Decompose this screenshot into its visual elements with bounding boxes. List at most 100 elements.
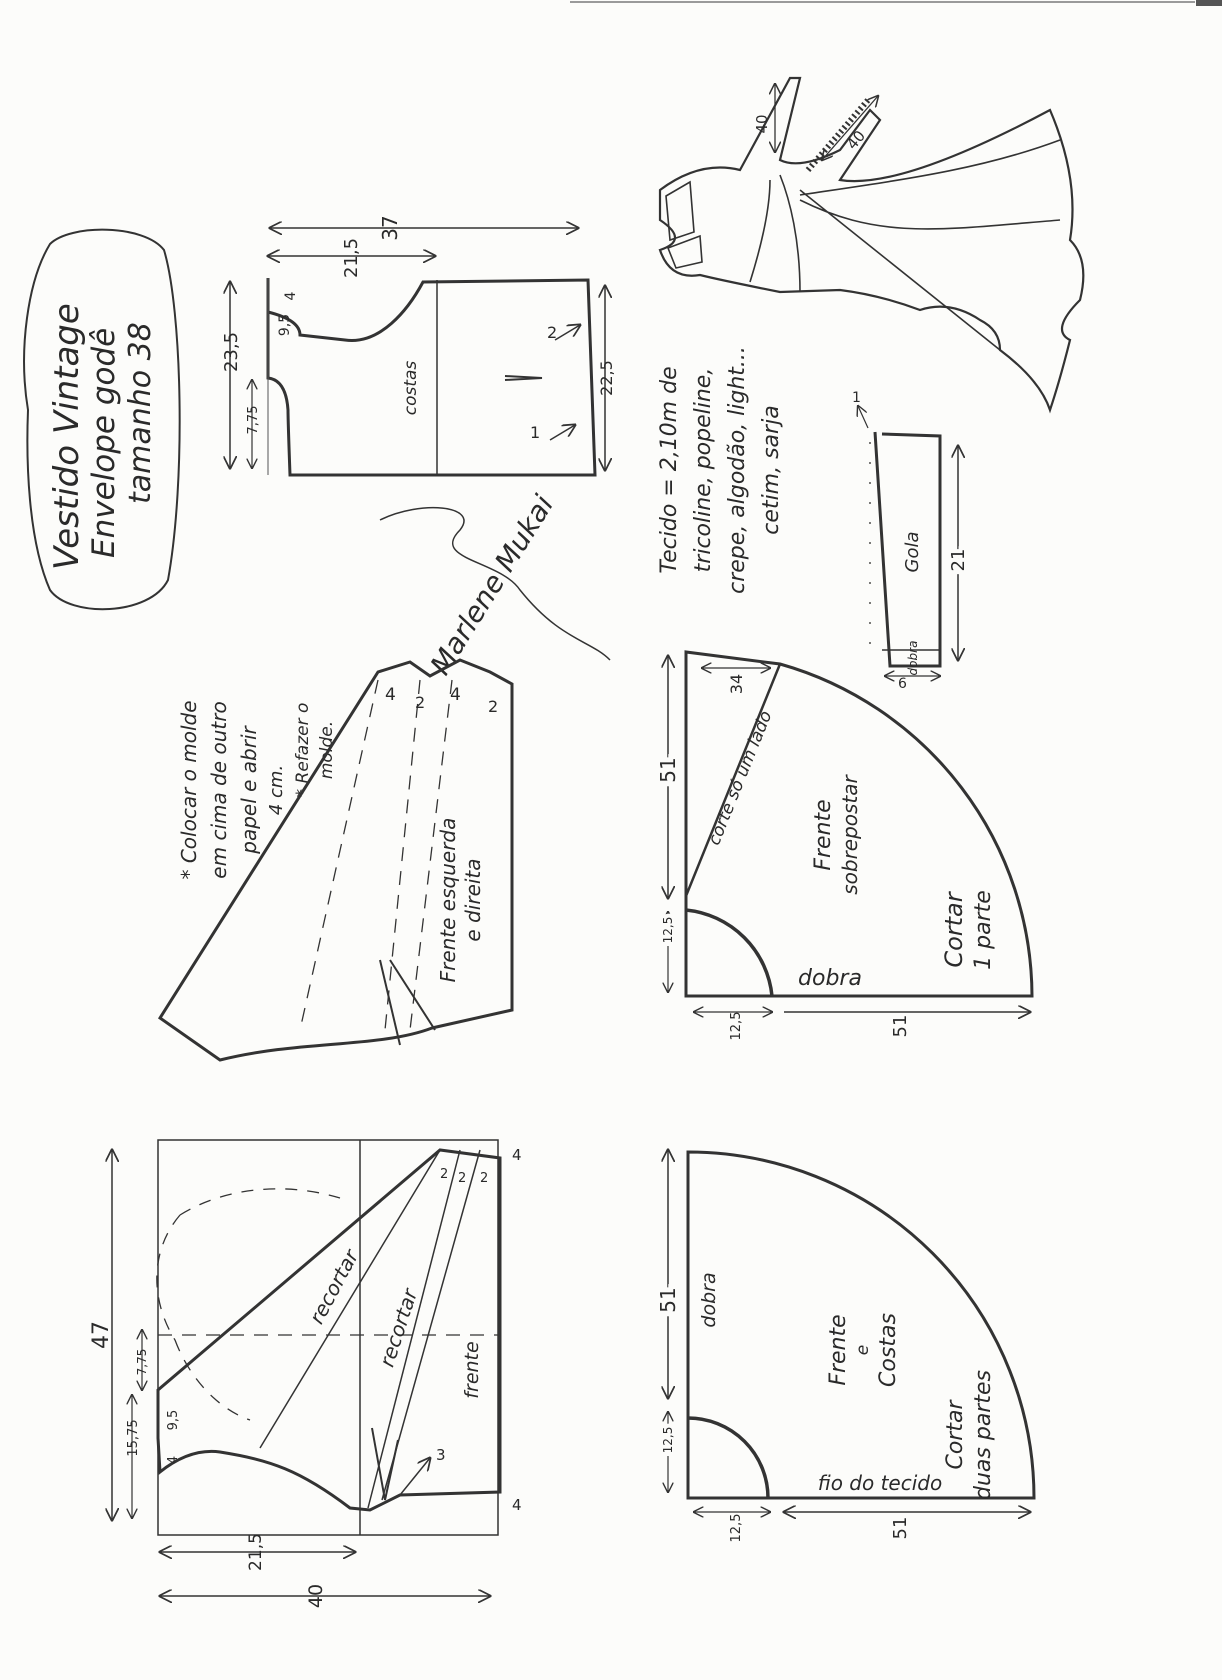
dim-4-b-label: 4	[166, 1456, 181, 1464]
fc-label-2: e	[853, 1345, 873, 1355]
costas-outline	[266, 278, 597, 477]
sobre-cut-2: 1 parte	[971, 890, 996, 970]
frente-costas-piece: 51 51 dobra Frente e Costas Cortar duas …	[651, 1150, 1036, 1543]
fabric-line-4: cetim, sarja	[759, 405, 784, 534]
fabric-line-1: Tecido = 2,10m de	[657, 366, 682, 573]
gola-1-label: 1	[852, 390, 861, 406]
strap-40-line-b	[822, 96, 878, 160]
fabric-notes: Tecido = 2,10m de tricoline, popeline, c…	[657, 346, 784, 594]
dim-7-75-b-label: 7,75	[135, 1349, 149, 1376]
dim-21-5-label: 21,5	[341, 238, 362, 278]
frente-costas-waist-curve	[687, 1416, 770, 1499]
gola-fold-label: dobra	[906, 641, 920, 676]
instructions-line-3: papel e abrir	[237, 724, 261, 854]
fc-51-top-label: 51	[656, 1287, 680, 1312]
signature-text: Marlene Mukai	[424, 489, 561, 680]
costas-label: costas	[401, 361, 421, 416]
dart-1-label: 1	[530, 423, 540, 442]
sobre-51-top-label: 51	[656, 757, 680, 782]
dim-4-label: 4	[283, 291, 299, 300]
signature-stroke	[379, 506, 611, 661]
frente-sobrepostar-piece: 51 51 34 corte só um lado Frente sobrepo…	[651, 650, 1034, 1041]
frente-esquerda-label-2: e direita	[461, 858, 485, 941]
mark-3-label: 3	[436, 1446, 446, 1464]
dim-40-label: 40	[305, 1584, 327, 1608]
signature: Marlene Mukai	[379, 489, 611, 681]
front-base-frame	[157, 1139, 499, 1536]
dim-21-5-b-label: 21,5	[246, 1533, 266, 1571]
frente-esquerda-label-1: Frente esquerda	[436, 818, 460, 983]
sobre-cut-1: Cortar	[940, 890, 968, 967]
fabric-line-3: crepe, algodão, light...	[725, 346, 750, 594]
fc-cut-2: duas partes	[971, 1370, 996, 1500]
front-base-dash-curve	[156, 1188, 341, 1421]
fc-fold: dobra	[698, 1272, 720, 1327]
fabric-line-2: tricoline, popeline,	[691, 368, 716, 573]
gola-6-label: 6	[898, 676, 907, 692]
recortar-label-2: recortar	[375, 1284, 423, 1369]
fc-label-1: Frente	[826, 1314, 851, 1385]
guide-dash-1	[299, 679, 379, 1031]
gola-outline	[873, 431, 942, 668]
dart-1-pointer	[549, 425, 575, 441]
instructions-block: * Colocar o molde em cima de outro papel…	[177, 700, 337, 879]
fc-51-top-bg: 51	[656, 1287, 680, 1312]
frente-esquerda-piece: 4 2 4 2 Frente esquerda e direita	[157, 658, 514, 1062]
fc-12-5-bottom-label: 12,5	[729, 1514, 744, 1543]
spread-2a: 2	[415, 693, 425, 712]
instructions-line-6: molde.	[317, 721, 337, 779]
front-base-dart	[371, 1427, 399, 1501]
spread-2-c: 2	[480, 1171, 488, 1186]
costas-dart	[504, 375, 543, 381]
dim-47-label: 47	[89, 1321, 114, 1349]
spread-4-bottom: 4	[512, 1496, 522, 1514]
spread-4b: 4	[450, 685, 461, 705]
costas-piece: 37 21,5 23,5 7,75 9,5 4 costas 22,5 2 1	[221, 215, 616, 477]
mark-3-pointer	[399, 1458, 430, 1496]
sobre-fold: dobra	[798, 966, 862, 991]
frente-costas-outline	[686, 1150, 1036, 1500]
front-base-piece: 47 7,75 15,75 9,5 4 21,5 40 recortar rec…	[89, 1139, 522, 1608]
dress-straps	[665, 180, 703, 269]
sobre-51-bottom-label: 51	[890, 1015, 911, 1038]
dim-9-5-b-label: 9,5	[166, 1410, 181, 1431]
title-line-1: Vestido Vintage	[47, 303, 87, 570]
gola-1-pointer	[858, 406, 869, 429]
dim-23-5-label: 23,5	[221, 332, 242, 372]
dim-15-75-label: 15,75	[126, 1419, 141, 1456]
front-base-outline	[156, 1148, 502, 1512]
sobre-cut-note: corte só um lado	[704, 708, 776, 848]
sobre-51-top-bg: 51	[656, 757, 680, 782]
front-dart-a	[379, 959, 401, 1046]
dress-sketch: 40 40	[658, 76, 1085, 414]
title-line-2: Envelope godê	[86, 328, 122, 558]
spread-2b: 2	[488, 697, 498, 716]
recortar-line-1	[259, 1149, 441, 1449]
strap-40-label-a: 40	[753, 114, 771, 133]
fc-label-3: Costas	[876, 1313, 901, 1387]
gola-label: Gola	[902, 532, 923, 573]
instructions-line-5: * Refazer o	[293, 703, 313, 798]
title-block: Vestido Vintage Envelope godê tamanho 38	[23, 228, 181, 611]
dress-outline	[658, 76, 1085, 414]
dim-22-5-label: 22,5	[597, 360, 616, 396]
sobre-label-2: sobrepostar	[838, 773, 862, 894]
frente-esquerda-outline	[157, 658, 514, 1062]
recortar-line-2	[367, 1149, 461, 1509]
sobre-12-5-bottom-label: 12,5	[729, 1012, 744, 1041]
title-line-3: tamanho 38	[123, 322, 158, 504]
sobrepostar-cut-line	[684, 663, 782, 897]
front-dart-b	[389, 959, 436, 1031]
instructions-line-4: 4 cm.	[266, 765, 287, 815]
instructions-line-2: em cima de outro	[207, 701, 231, 878]
dim-37-label: 37	[378, 215, 402, 240]
spread-4a: 4	[385, 685, 396, 705]
guide-dash-2	[384, 679, 421, 1031]
spread-4-top: 4	[512, 1146, 522, 1164]
title-cloud	[23, 228, 181, 611]
fc-51-bottom-label: 51	[890, 1517, 911, 1540]
sobre-12-5-side-bg: 12,5	[661, 917, 675, 944]
sobre-label-1: Frente	[811, 799, 836, 870]
dart-2-label: 2	[547, 323, 557, 342]
